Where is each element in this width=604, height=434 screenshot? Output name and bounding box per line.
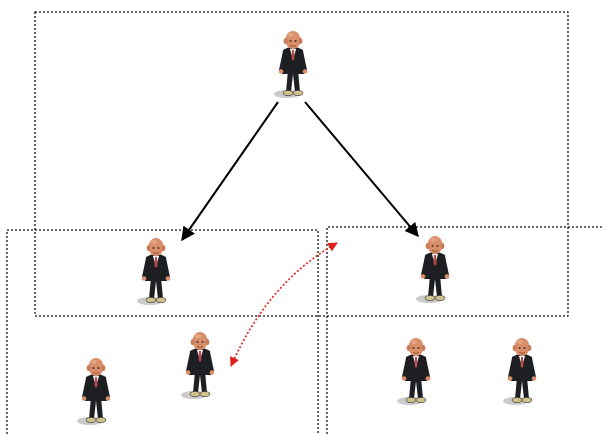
person-figure-left-member-2 — [76, 357, 111, 426]
person-figure-right-member-1 — [396, 337, 431, 406]
person-figure-middle-left — [136, 237, 171, 306]
person-figure-left-member-1 — [180, 331, 215, 400]
right-group-box — [326, 226, 604, 434]
person-figure-middle-right — [415, 235, 450, 304]
dotted-link-arrow — [230, 242, 338, 367]
arrow-top-to-left — [181, 101, 279, 242]
person-figure-right-member-2 — [502, 337, 537, 406]
person-figure-top-manager — [273, 30, 308, 99]
arrow-top-to-right — [304, 101, 419, 238]
top-group-box — [34, 11, 569, 317]
